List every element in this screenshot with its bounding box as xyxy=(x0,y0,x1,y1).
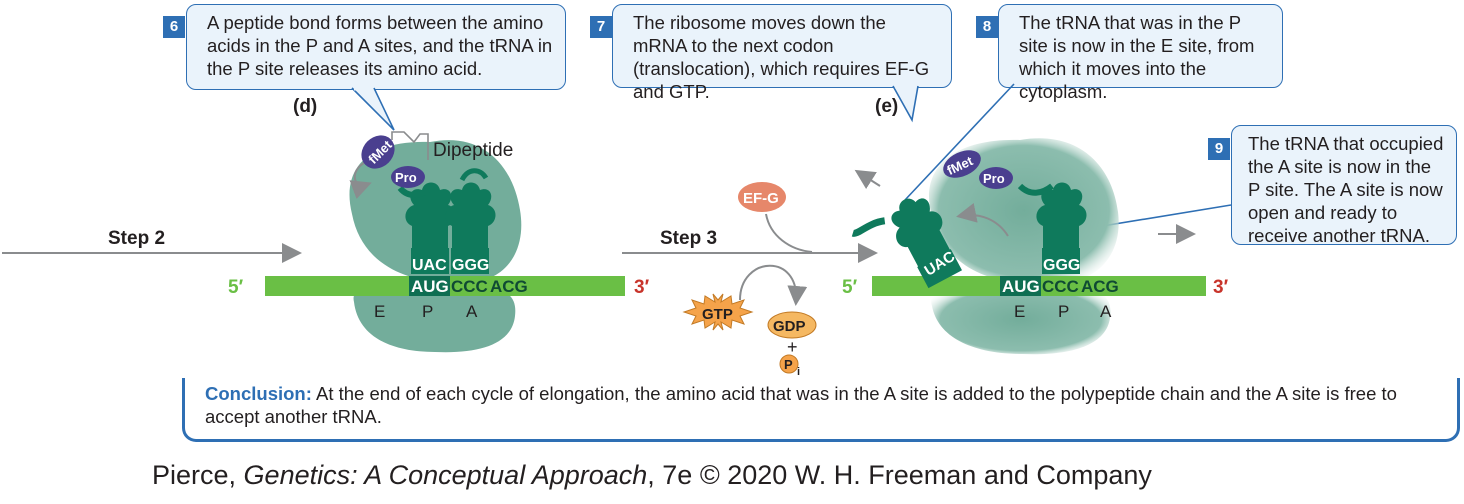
ribosome-e-small-subunit xyxy=(931,284,1111,355)
site-e-p: P xyxy=(1058,302,1069,321)
aa-d-pro xyxy=(391,166,425,188)
callout-9-text: The tRNA that occupied the A site is now… xyxy=(1248,133,1444,246)
credit-author: Pierce, xyxy=(152,460,244,490)
gtp-burst xyxy=(682,293,754,331)
translation-diagram: (d) 5′ 3′ AUG CCC ACG E P A UAC GGG fMet… xyxy=(2,83,1232,378)
callout-7-text: The ribosome moves down the mRNA to the … xyxy=(633,12,930,102)
trna-d-a-site xyxy=(445,168,496,274)
ribosome-d-small-subunit xyxy=(353,284,516,353)
callout-9: The tRNA that occupied the A site is now… xyxy=(1231,125,1457,246)
trna-e-exiting xyxy=(851,198,963,289)
credit-line: Pierce, Genetics: A Conceptual Approach,… xyxy=(152,460,1152,491)
callout-6-pointer xyxy=(351,87,395,131)
callout-7-number: 7 xyxy=(590,16,612,38)
gtp-to-gdp-arrow xyxy=(739,264,808,306)
mrna-e-5prime: 5′ xyxy=(842,277,858,298)
mrna-e-3prime: 3′ xyxy=(1213,277,1229,298)
conclusion-text: At the end of each cycle of elongation, … xyxy=(205,383,1397,427)
dipeptide-label: Dipeptide xyxy=(433,140,513,161)
ef-g-label: EF-G xyxy=(743,190,779,207)
callout-7: The ribosome moves down the mRNA to the … xyxy=(612,4,952,102)
callout-8-text: The tRNA that was in the P site is now i… xyxy=(1019,12,1255,102)
mrna-d-codon-box-p xyxy=(409,276,450,296)
panel-d-label: (d) xyxy=(293,96,317,117)
step3-label: Step 3 xyxy=(660,228,717,249)
step2-label: Step 2 xyxy=(108,228,165,249)
trna-d-anticodon-ggg: GGG xyxy=(452,257,489,274)
dipeptide-bracket xyxy=(391,131,429,160)
trna-d-p-site xyxy=(405,182,456,274)
site-e-e: E xyxy=(1014,302,1025,321)
mrna-e-codon-acg: ACG xyxy=(1081,277,1119,296)
pi-label: P xyxy=(784,357,793,372)
callout-8-pointer xyxy=(904,83,1015,201)
ef-g-arrow xyxy=(765,213,813,253)
conclusion-label: Conclusion: xyxy=(205,383,312,404)
pi-subscript: i xyxy=(797,366,800,378)
mrna-e-codon-aug: AUG xyxy=(1002,277,1040,296)
site-d-a: A xyxy=(466,302,478,321)
credit-title: Genetics: A Conceptual Approach xyxy=(243,460,648,490)
aa-d-pro-label: Pro xyxy=(395,170,417,185)
mrna-d-3prime: 3′ xyxy=(634,277,650,298)
aa-e-pro xyxy=(979,167,1013,189)
site-d-p: P xyxy=(422,302,433,321)
callout-6: A peptide bond forms between the amino a… xyxy=(186,4,566,90)
site-e-a: A xyxy=(1100,302,1112,321)
callout-8-number: 8 xyxy=(976,16,998,38)
trna-d-acceptor-arm xyxy=(397,185,430,198)
aa-d-fmet xyxy=(361,135,395,169)
trna-e-p-site xyxy=(1017,182,1087,274)
pi-shape xyxy=(779,354,799,374)
ef-g-shape xyxy=(738,182,786,212)
mrna-d-codon-acg: ACG xyxy=(490,277,528,296)
callout-8: The tRNA that was in the P site is now i… xyxy=(998,4,1283,102)
trna-exit-arrow xyxy=(854,169,881,190)
conclusion-box: Conclusion: At the end of each cycle of … xyxy=(182,378,1460,442)
translocation-arrow xyxy=(956,203,1009,237)
callout-6-number: 6 xyxy=(163,16,185,38)
aa-e-fmet xyxy=(943,150,981,178)
gdp-label: GDP xyxy=(773,318,806,335)
plus-sign: + xyxy=(787,337,798,357)
mrna-d-5prime: 5′ xyxy=(228,277,244,298)
site-d-e: E xyxy=(374,302,385,321)
trna-e-anticodon-ggg: GGG xyxy=(1043,257,1080,274)
mrna-e-codon-ccc: CCC xyxy=(1042,277,1079,296)
mrna-d-codon-aug: AUG xyxy=(411,277,449,296)
credit-rest: , 7e © 2020 W. H. Freeman and Company xyxy=(647,460,1152,490)
aa-e-pro-label: Pro xyxy=(983,171,1005,186)
callout-6-text: A peptide bond forms between the amino a… xyxy=(207,12,553,79)
gtp-label: GTP xyxy=(702,306,733,323)
mrna-e-codon-box xyxy=(1000,276,1041,296)
mrna-d-codon-ccc: CCC xyxy=(451,277,488,296)
callout-9-number: 9 xyxy=(1208,138,1230,160)
panel-e-label: (e) xyxy=(875,96,898,117)
callout-7-pointer xyxy=(892,85,919,123)
trna-d-anticodon-uac: UAC xyxy=(412,257,447,274)
gdp-shape xyxy=(767,311,817,339)
